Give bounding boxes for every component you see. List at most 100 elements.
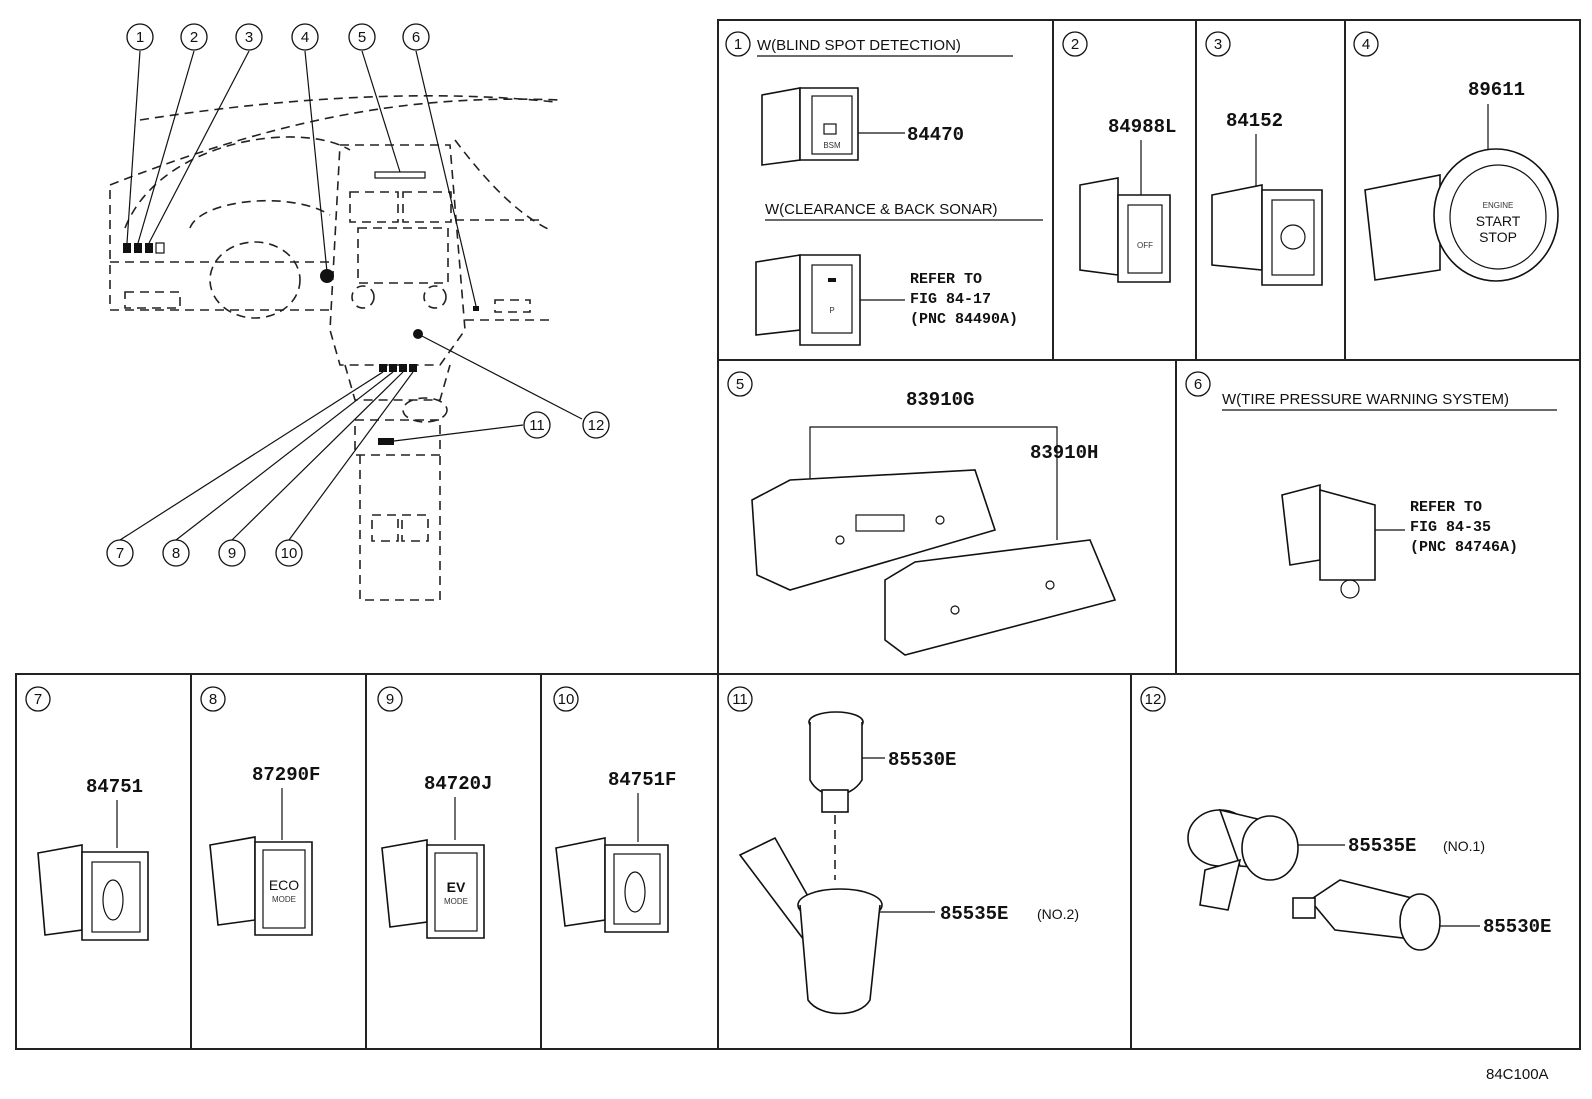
overview-callout-1: 1 [126,23,154,51]
panel-5-number: 5 [736,376,744,393]
part-84751F-label: 84751F [608,769,676,791]
panel-10-number: 10 [558,691,575,708]
panel-1-number: 1 [734,36,742,53]
part-89611-label: 89611 [1468,79,1525,101]
panel-1-ref-line-2: FIG 84-17 [910,291,991,308]
svg-text:7: 7 [116,545,124,562]
panel-10: 10 84751F [553,686,676,933]
panel-1: 1 W(BLIND SPOT DETECTION) BSM 84470 W(CL… [725,31,1043,346]
panel-11: 11 85530E 85535E (NO.2) [727,686,1079,1015]
start-stop-button-illustration: ENGINE START STOP [1364,148,1559,282]
svg-text:3: 3 [245,29,253,46]
overview-callout-10: 10 [275,539,303,567]
panel-2: 2 84988L OFF [1062,31,1176,283]
panel-12-number: 12 [1145,691,1162,708]
svg-text:2: 2 [190,29,198,46]
bsm-switch-illustration: BSM [761,87,859,166]
overview-callout-3: 3 [235,23,263,51]
overview-callout-6: 6 [402,23,430,51]
panel-12: 12 85535E (NO.1) 85530E [1140,686,1551,951]
part-84751-label: 84751 [86,776,143,798]
svg-text:5: 5 [358,29,366,46]
panel-6: 6 W(TIRE PRESSURE WARNING SYSTEM) REFER … [1185,371,1557,599]
panel-11-number: 11 [732,691,748,708]
panel-6-ref-line-1: REFER TO [1410,499,1482,516]
figure-code: 84C100A [1486,1066,1549,1083]
panel-3: 3 84152 [1205,31,1323,286]
part-87290F-label: 87290F [252,764,320,786]
part-85535E-note-b: (NO.1) [1443,838,1485,854]
panel-1-header-b: W(CLEARANCE & BACK SONAR) [765,201,998,218]
part-85530E-label-a: 85530E [888,749,956,771]
panel-7-number: 7 [34,691,42,708]
panel-1-ref-line-3: (PNC 84490A) [910,311,1018,328]
svg-text:10: 10 [281,545,298,562]
panel-8: 8 87290F ECO MODE [200,686,320,936]
panel-6-number: 6 [1194,376,1202,393]
overview-callout-9: 9 [218,539,246,567]
seat-heater-switch-7-illustration [37,844,149,941]
panel-6-header: W(TIRE PRESSURE WARNING SYSTEM) [1222,391,1509,408]
eco-face-line-1: ECO [269,877,299,893]
start-face-line-1: ENGINE [1483,201,1514,210]
part-85530E-label-b: 85530E [1483,916,1551,938]
off-switch-illustration: OFF [1079,177,1171,283]
overview-callout-2: 2 [180,23,208,51]
svg-text:12: 12 [588,417,605,434]
lighter-socket-no2-illustration [738,836,883,1015]
panel-6-ref-line-3: (PNC 84746A) [1410,539,1518,556]
panel-9-number: 9 [386,691,394,708]
eco-mode-switch-illustration: ECO MODE [209,836,313,936]
tpws-switch-illustration [1281,483,1376,599]
ev-face-line-2: MODE [444,897,468,906]
seat-heater-switch-10-illustration [555,837,669,933]
overview-callout-7: 7 [106,539,134,567]
dial-switch-illustration [1211,184,1323,286]
overview-callout-11: 11 [523,411,551,439]
panel-1-ref-line-1: REFER TO [910,271,982,288]
panel-4: 4 89611 ENGINE START STOP [1353,31,1559,282]
panel-frames [15,19,1581,1050]
svg-text:9: 9 [228,545,236,562]
svg-text:11: 11 [529,417,545,434]
power-socket-no1-illustration [1187,808,1299,911]
overview-callout-8: 8 [162,539,190,567]
overview-callout-12: 12 [582,411,610,439]
part-85535E-note-a: (NO.2) [1037,906,1079,922]
panel-4-number: 4 [1362,36,1370,53]
overview-callout-4: 4 [291,23,319,51]
start-face-line-3: STOP [1479,229,1517,245]
climate-panel-a-illustration [751,469,997,591]
sonar-switch-illustration: P [755,254,861,346]
overview-leaders [119,50,583,541]
panel-8-number: 8 [209,691,217,708]
panel-5: 5 83910G 83910H [727,371,1117,656]
dashboard-overview [109,94,561,601]
eco-face-line-2: MODE [272,895,296,904]
part-85535E-label-b: 85535E [1348,835,1416,857]
ev-face-line-1: EV [447,879,466,895]
panel-2-number: 2 [1071,36,1079,53]
power-socket-plug-illustration [1292,879,1441,951]
svg-text:P: P [829,306,834,315]
start-face-line-2: START [1476,213,1521,229]
part-84720J-label: 84720J [424,773,492,795]
panel-6-ref-line-2: FIG 84-35 [1410,519,1491,536]
part-83910G-label: 83910G [906,389,974,411]
panel-9: 9 84720J EV MODE [377,686,492,939]
part-84152-label: 84152 [1226,110,1283,132]
part-84470-label: 84470 [907,124,964,146]
climate-panel-b-illustration [884,539,1117,656]
panel-1-header-a: W(BLIND SPOT DETECTION) [757,37,961,54]
panel-7: 7 84751 [25,686,149,941]
part-83910H-label: 83910H [1030,442,1098,464]
part-85535E-label-a: 85535E [940,903,1008,925]
svg-text:4: 4 [301,29,309,46]
svg-text:6: 6 [412,29,420,46]
svg-text:8: 8 [172,545,180,562]
ev-mode-switch-illustration: EV MODE [381,839,485,939]
cigarette-lighter-illustration [808,711,864,813]
bsm-face-label: BSM [823,141,841,150]
svg-text:1: 1 [136,29,144,46]
